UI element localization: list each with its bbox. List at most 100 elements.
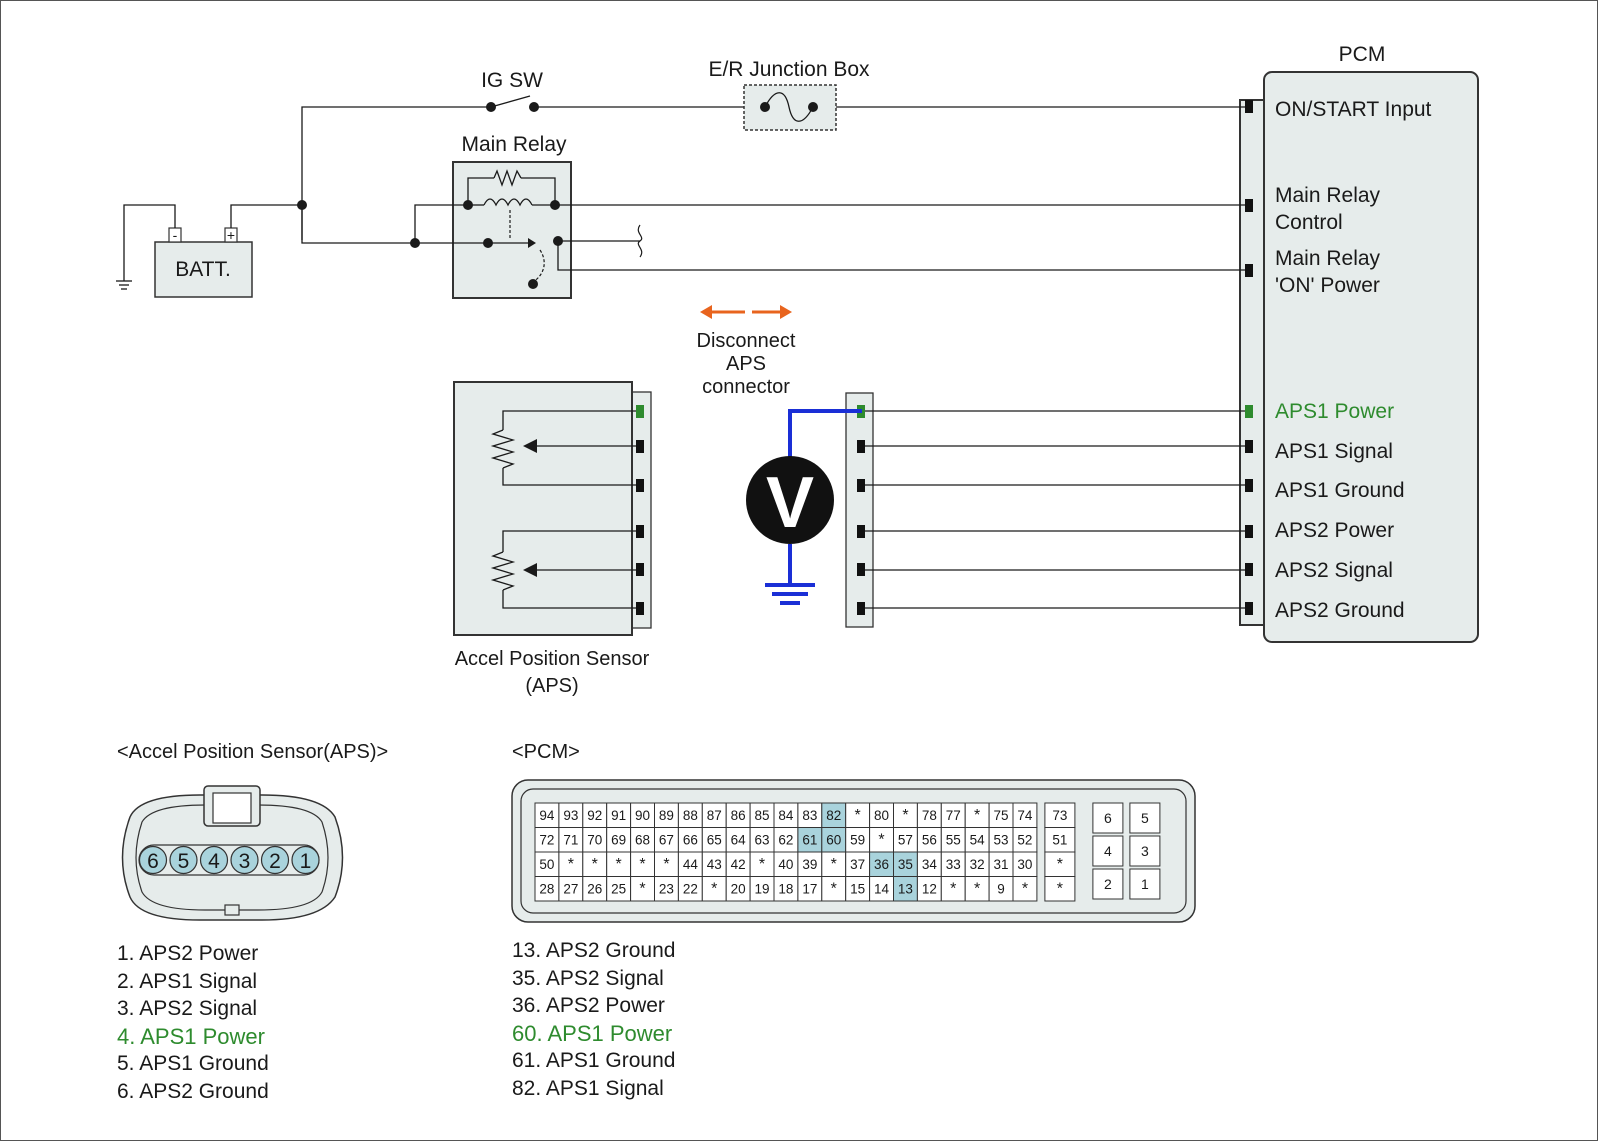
pcm-pin-number: 90 (635, 808, 650, 823)
aps-pin-number: 4 (208, 850, 220, 873)
pcm-pin-aps1-power: APS1 Power (1275, 400, 1394, 423)
pcm-pin-number: 60 (826, 833, 841, 848)
pcm-pin-number: 36 (874, 857, 889, 872)
pcm-pin-number: 35 (898, 857, 913, 872)
pcm-pin-number: 14 (874, 882, 890, 897)
pcm-pin-number: 66 (683, 833, 698, 848)
pcm-pin-number: 62 (778, 833, 793, 848)
pcm-pin-number: 57 (898, 833, 913, 848)
pcm-pin-number: 77 (946, 808, 961, 823)
pcm-pin-number: 1 (1141, 876, 1149, 892)
pcm-pin-cell (1092, 868, 1124, 900)
pcm-pin-cell (1092, 802, 1124, 834)
aps-legend-item-highlight: 4. APS1 Power (117, 1023, 265, 1049)
pcm-pin-number: 92 (587, 808, 602, 823)
pcm-pin-number: 69 (611, 833, 626, 848)
pcm-pin-number: 75 (994, 808, 1009, 823)
pcm-pin-number: * (950, 881, 956, 898)
main-relay-label: Main Relay (461, 133, 567, 156)
pcm-pin-number: 67 (659, 833, 674, 848)
pcm-pin-number: 85 (755, 808, 770, 823)
disconnect-text-3: connector (702, 376, 790, 398)
pcm-pin-number: 88 (683, 808, 698, 823)
disconnect-text-2: APS (726, 353, 766, 375)
pcm-pin-cell (1044, 827, 1076, 853)
aps-pin (260, 845, 290, 875)
pcm-legend-item-highlight: 60. APS1 Power (512, 1020, 673, 1046)
pcm-pin-number: 44 (683, 857, 699, 872)
aps-connector-title: <Accel Position Sensor(APS)> (117, 741, 388, 763)
pcm-connector-title: <PCM> (512, 741, 580, 763)
aps-legend-item: 1. APS2 Power (117, 942, 259, 965)
pcm-pin-on-start: ON/START Input (1275, 98, 1432, 121)
pcm-pin-number: 84 (778, 808, 794, 823)
pcm-pin-number: 18 (778, 882, 793, 897)
pcm-pin-number: 54 (970, 833, 986, 848)
pcm-pin-number: 91 (611, 808, 626, 823)
pcm-pin-number: 33 (946, 857, 961, 872)
pcm-pin-main-relay-on-2: 'ON' Power (1275, 274, 1380, 297)
pcm-pin-number: 4 (1104, 843, 1112, 859)
aps-pin (138, 845, 168, 875)
pcm-pin-number: * (855, 807, 861, 824)
pcm-pin-number: 3 (1141, 843, 1149, 859)
pcm-pin-number: 5 (1141, 810, 1149, 826)
pcm-pin-number: 93 (563, 808, 578, 823)
pcm-pin-number: * (711, 881, 717, 898)
aps-pin-number: 6 (147, 850, 159, 873)
pcm-pin-number: 30 (1017, 857, 1032, 872)
pcm-pin-number: 63 (755, 833, 770, 848)
pcm-pin-cell (1044, 802, 1076, 828)
pcm-pin-cell (1092, 835, 1124, 867)
pcm-pin-main-relay-control-2: Control (1275, 211, 1343, 234)
pcm-pin-legend: 13. APS2 Ground 35. APS2 Signal 36. APS2… (512, 937, 675, 1102)
pcm-pin-number: 78 (922, 808, 937, 823)
pcm-pin-number: * (639, 881, 645, 898)
aps-pin (230, 845, 259, 875)
pcm-pin-number: 74 (1017, 808, 1033, 823)
battery-positive: + (227, 227, 235, 243)
pcm-pin-number: 32 (970, 857, 985, 872)
pcm-pin-cell (1129, 835, 1161, 867)
aps-legend-item: 6. APS2 Ground (117, 1079, 269, 1103)
pcm-pin-cell (1012, 876, 1038, 902)
main-relay (301, 161, 1248, 299)
pcm-pin-aps2-ground: APS2 Ground (1275, 599, 1405, 622)
pcm-pin-aps1-signal: APS1 Signal (1275, 440, 1393, 463)
pcm-pin-number: 52 (1017, 833, 1032, 848)
pcm-pin-number: 26 (587, 882, 602, 897)
aps-pin-legend: 1. APS2 Power 2. APS1 Signal 3. APS2 Sig… (117, 940, 269, 1105)
pcm-pin-number: 64 (731, 833, 747, 848)
pcm-pin-number: 43 (707, 857, 722, 872)
pcm-pin-number: * (568, 856, 574, 873)
pcm-pin-number: 70 (587, 833, 602, 848)
pcm-pin-number: 83 (802, 808, 817, 823)
disconnect-text-1: Disconnect (697, 330, 796, 352)
junction-box-fuse (743, 84, 1248, 131)
aps-pin (291, 845, 320, 875)
pcm-pin-number: * (974, 881, 980, 898)
pcm-pin-number: 50 (539, 857, 554, 872)
pcm-pin-number: 20 (731, 882, 746, 897)
pcm-pin-number: * (1022, 881, 1028, 898)
pcm-pin-aps1-ground: APS1 Ground (1275, 479, 1405, 502)
pcm-pin-number: * (974, 807, 980, 824)
pcm-pin-number: * (902, 807, 908, 824)
pcm-pin-number: 42 (731, 857, 746, 872)
pcm-title: PCM (1339, 43, 1386, 66)
pcm-pin-number: 23 (659, 882, 674, 897)
pcm-pin-number: 17 (802, 882, 817, 897)
pcm-pin-number: 15 (850, 882, 865, 897)
pcm-pin-number: 82 (826, 808, 841, 823)
pcm-pin-number: * (831, 881, 837, 898)
voltmeter: V (746, 409, 862, 605)
pcm-pin-cell (1044, 851, 1076, 877)
pcm-legend-item: 35. APS2 Signal (512, 966, 664, 990)
pcm-pin-number: 6 (1104, 810, 1112, 826)
pcm-legend-item: 36. APS2 Power (512, 994, 665, 1017)
ig-sw-label: IG SW (481, 69, 543, 92)
pcm-pin-number: 65 (707, 833, 722, 848)
pcm-pin-number: * (663, 856, 669, 873)
